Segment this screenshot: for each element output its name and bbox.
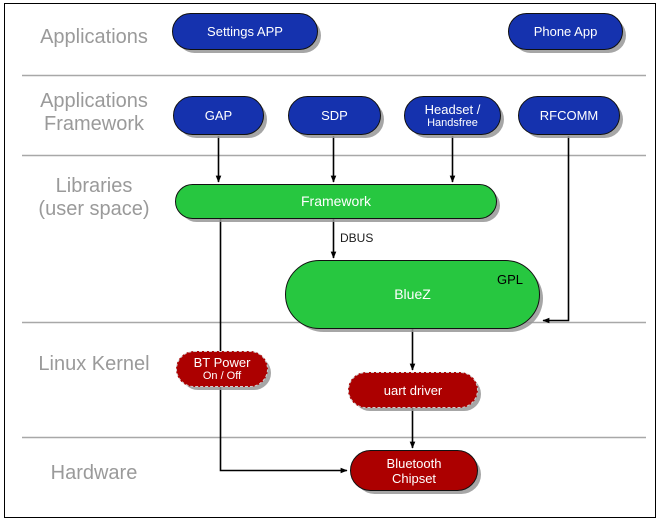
layer-label-applications-framework: Applications Framework xyxy=(40,90,148,135)
node-bluetooth-chipset-sublabel: Chipset xyxy=(391,470,437,486)
node-phone-app[interactable]: Phone App xyxy=(508,13,623,50)
node-gap-label: GAP xyxy=(204,108,233,123)
node-bt-power-sublabel: On / Off xyxy=(202,370,242,382)
node-bluez-license-badge: GPL xyxy=(496,272,523,287)
diagram-border xyxy=(4,3,656,518)
node-settings-app[interactable]: Settings APP xyxy=(172,13,318,50)
node-headset-label: Headset / xyxy=(424,101,481,117)
node-sdp-label: SDP xyxy=(321,108,348,123)
node-uart-driver-label: uart driver xyxy=(383,382,443,398)
node-bt-power[interactable]: BT Power On / Off xyxy=(176,351,268,387)
node-bt-power-label: BT Power xyxy=(193,355,251,370)
node-phone-app-label: Phone App xyxy=(533,24,598,39)
node-rfcomm[interactable]: RFCOMM xyxy=(518,96,620,135)
node-uart-driver[interactable]: uart driver xyxy=(348,372,478,408)
node-sdp[interactable]: SDP xyxy=(288,96,381,135)
node-bluez[interactable]: BlueZ GPL xyxy=(285,260,540,329)
layer-label-hardware: Hardware xyxy=(50,462,138,484)
node-headset-handsfree[interactable]: Headset / Handsfree xyxy=(404,96,501,135)
node-bluetooth-chipset-label: Bluetooth xyxy=(386,455,442,471)
layer-label-applications: Applications xyxy=(40,26,148,48)
node-bluez-label: BlueZ xyxy=(394,286,431,302)
node-framework-label: Framework xyxy=(300,193,371,209)
layer-label-libraries: Libraries (user space) xyxy=(38,175,150,220)
layer-label-linux-kernel: Linux Kernel xyxy=(38,353,150,375)
wire-label-dbus: DBUS xyxy=(340,231,374,245)
node-settings-app-label: Settings APP xyxy=(207,24,283,39)
node-gap[interactable]: GAP xyxy=(173,96,264,135)
node-headset-sublabel: Handsfree xyxy=(427,116,478,129)
node-bluetooth-chipset[interactable]: Bluetooth Chipset xyxy=(350,450,478,491)
node-rfcomm-label: RFCOMM xyxy=(539,108,599,123)
node-framework[interactable]: Framework xyxy=(175,184,497,219)
